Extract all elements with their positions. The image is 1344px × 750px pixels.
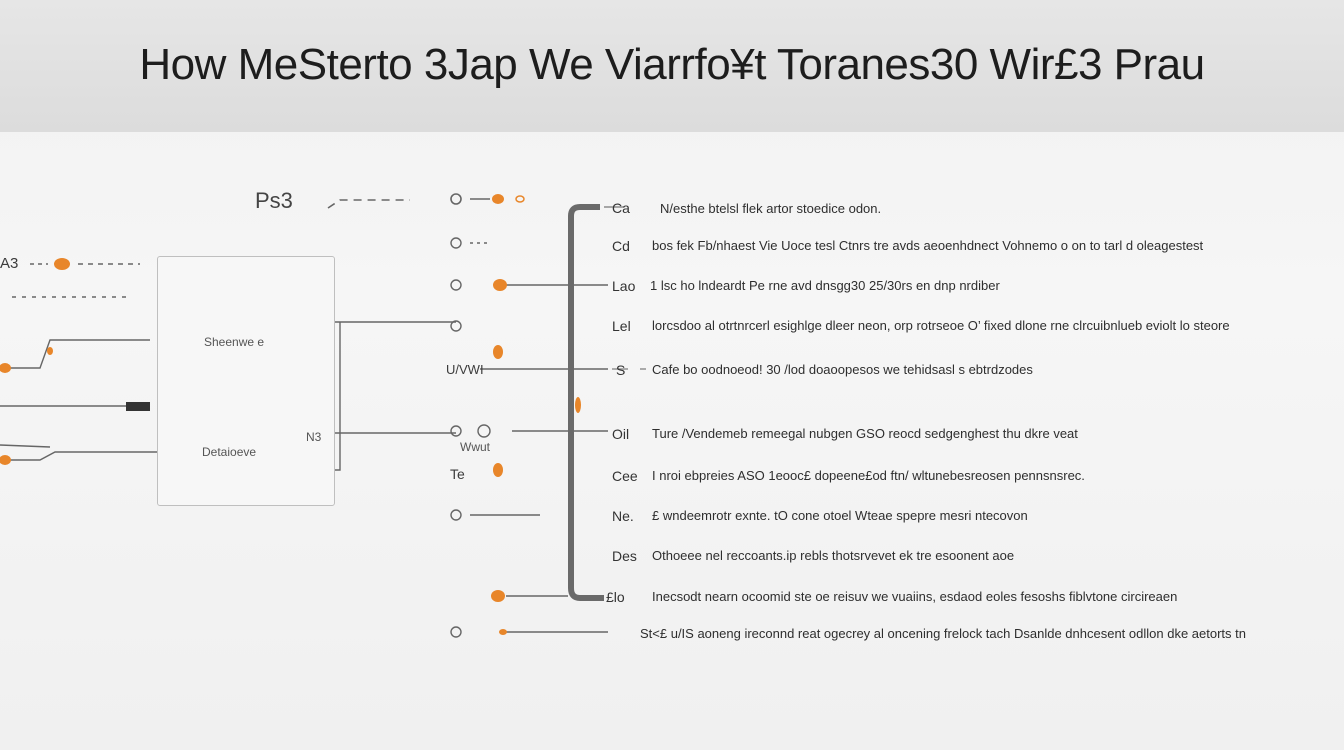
- top-left-label: Ps3: [255, 188, 293, 213]
- orange-plug-1: [54, 258, 70, 270]
- box-connectors: [333, 321, 456, 471]
- orange-node-1: [493, 279, 507, 291]
- row-text: N/esthe btelsl flek artor stoedice odon.: [660, 201, 882, 216]
- box-label-bottom: Detaioeve: [202, 445, 257, 459]
- orange-node-3: [493, 463, 503, 477]
- row-code: Oil: [612, 426, 630, 442]
- row-code: Ca: [612, 200, 630, 216]
- row-text: Inecsodt nearn ocoomid ste oe reisuv we …: [652, 589, 1178, 604]
- box-side-label: N3: [306, 430, 322, 444]
- row-code: Lel: [612, 318, 631, 334]
- page-title: How MeSterto 3Jap We Viarrfo¥t Toranes30…: [139, 40, 1205, 89]
- row-text: Cafe bo oodnoeod! 30 /lod doaoopesos we …: [652, 362, 1033, 377]
- rail-marker: [575, 397, 581, 413]
- left-connectors: [0, 263, 157, 461]
- row-text: bos fek Fb/nhaest Vie Uoce tesl Ctnrs tr…: [652, 238, 1204, 253]
- row-code: Des: [612, 548, 637, 564]
- middle-label-2: Wwut: [460, 440, 490, 454]
- orange-ring: [515, 195, 525, 203]
- row-ticks: [604, 206, 646, 370]
- cable-end: [126, 402, 150, 411]
- row-code: Cee: [612, 468, 638, 484]
- top-connector: [327, 193, 490, 209]
- middle-label-1: U/VWI: [446, 362, 484, 377]
- row-code: Ne.: [612, 508, 634, 524]
- middle-label-3: Te: [450, 466, 465, 482]
- box-label-top: Sheenwe e: [204, 335, 265, 349]
- row-text: St<£ u/IS aoneng ireconnd reat ogecrey a…: [640, 626, 1246, 641]
- title-band: [0, 0, 1344, 132]
- row-text: I nroi ebpreies ASO 1eooc£ dopeene£od ft…: [652, 468, 1085, 483]
- orange-small-1: [47, 347, 53, 355]
- row-code: Cd: [612, 238, 630, 254]
- orange-plug-2: [0, 363, 11, 373]
- row-code: S: [616, 362, 626, 378]
- row-text: 1 lsc ho lndeardt Pe rne avd dnsgg30 25/…: [650, 278, 1000, 293]
- row-text: lorcsdoo al otrtnrcerl esighlge dleer ne…: [652, 318, 1230, 333]
- vertical-rail: [568, 204, 604, 601]
- row-text: £ wndeemrotr exnte. tO cone otoel Wteae …: [652, 508, 1028, 523]
- orange-plug-3: [0, 455, 11, 465]
- orange-node-4: [491, 590, 505, 602]
- orange-node-2: [493, 345, 503, 359]
- orange-node-5: [499, 629, 507, 635]
- row-text: Othoeee nel reccoants.ip rebls thotsrvev…: [652, 548, 1015, 563]
- side-label: A3: [0, 255, 19, 272]
- middle-connectors: [450, 237, 608, 638]
- row-text: Ture /Vendemeb remeegal nubgen GSO reocd…: [652, 426, 1078, 441]
- orange-dot: [492, 194, 504, 204]
- row-code: £lo: [606, 589, 625, 605]
- row-code: Lao: [612, 278, 636, 294]
- device-box: [157, 256, 335, 506]
